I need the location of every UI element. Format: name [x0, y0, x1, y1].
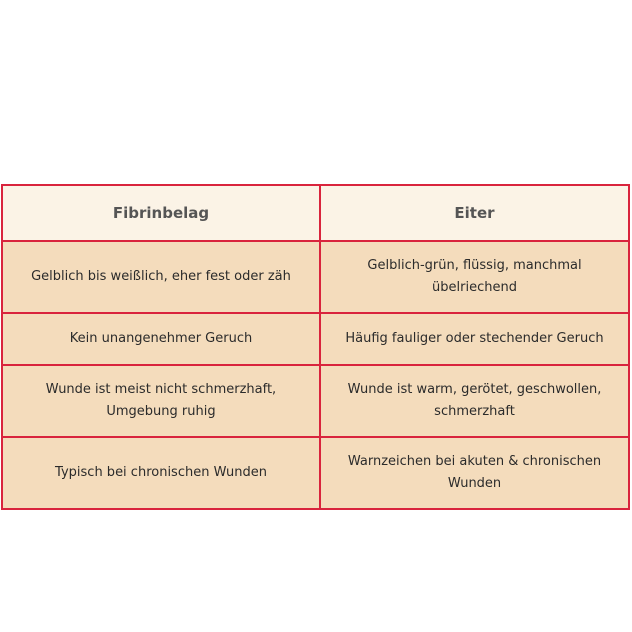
header-fibrinbelag: Fibrinbelag [1, 184, 321, 242]
table-cell: Gelblich bis weißlich, eher fest oder zä… [1, 240, 321, 314]
table-row: Kein unangenehmer Geruch Häufig fauliger… [1, 312, 630, 366]
table-cell: Gelblich-grün, flüssig, manchmal übelrie… [319, 240, 630, 314]
table-row: Gelblich bis weißlich, eher fest oder zä… [1, 240, 630, 314]
table-header-row: Fibrinbelag Eiter [1, 184, 630, 242]
table-cell: Typisch bei chronischen Wunden [1, 436, 321, 510]
table-cell: Häufig fauliger oder stechender Geruch [319, 312, 630, 366]
table-cell: Wunde ist warm, gerötet, geschwollen, sc… [319, 364, 630, 438]
comparison-table: Fibrinbelag Eiter Gelblich bis weißlich,… [1, 184, 630, 510]
header-eiter: Eiter [319, 184, 630, 242]
table-row: Typisch bei chronischen Wunden Warnzeich… [1, 436, 630, 510]
table-cell: Wunde ist meist nicht schmerzhaft, Umgeb… [1, 364, 321, 438]
table-cell: Warnzeichen bei akuten & chronischen Wun… [319, 436, 630, 510]
table-cell: Kein unangenehmer Geruch [1, 312, 321, 366]
table-row: Wunde ist meist nicht schmerzhaft, Umgeb… [1, 364, 630, 438]
